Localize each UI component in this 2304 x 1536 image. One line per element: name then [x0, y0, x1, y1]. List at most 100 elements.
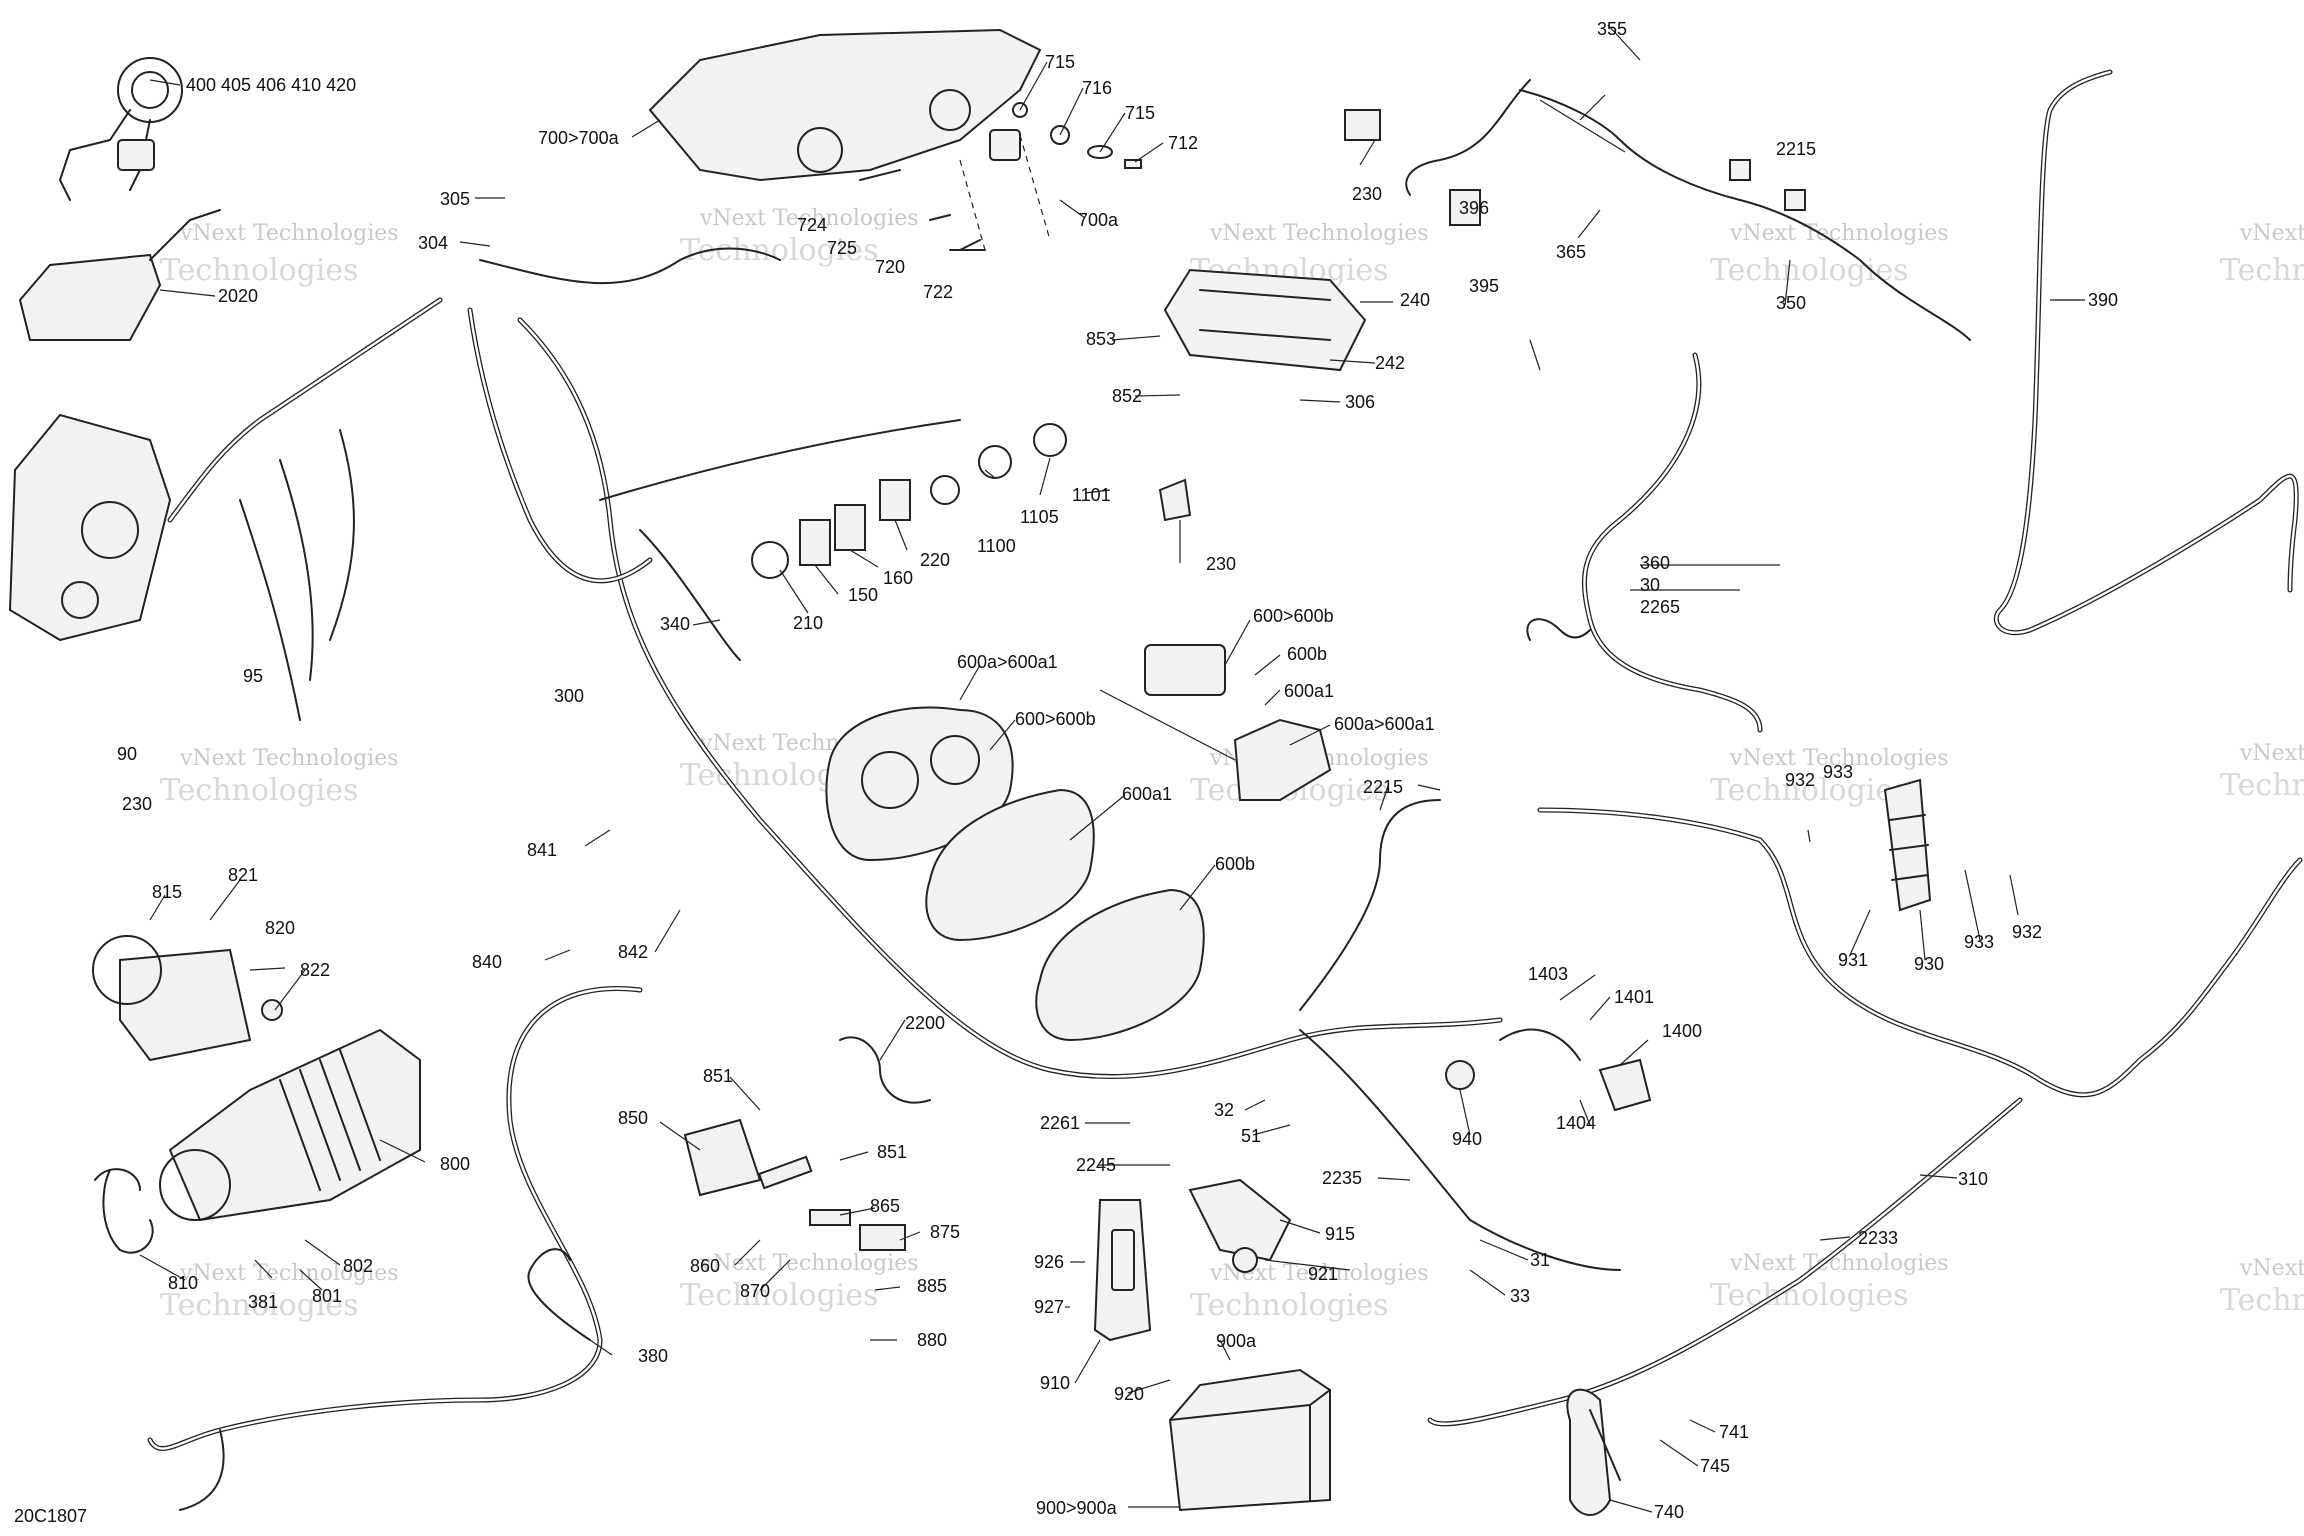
callout-label: 1400: [1662, 1021, 1702, 1041]
connectors-top-right: [1344, 79, 1971, 341]
callout-label: 160: [883, 568, 913, 588]
callout-label: 801: [312, 1286, 342, 1306]
callout-label: 815: [152, 882, 182, 902]
callout-label: 880: [917, 1330, 947, 1350]
callout-label: 310: [1958, 1169, 1988, 1189]
callout-label: 900>900a: [1036, 1498, 1118, 1518]
callout-label: 340: [660, 614, 690, 634]
switches-cluster: [751, 423, 1192, 579]
watermark-text: vNext Technologies: [699, 206, 919, 231]
callout-label: 800: [440, 1154, 470, 1174]
callout-label: 875: [930, 1222, 960, 1242]
callout-label: 390: [2088, 290, 2118, 310]
callout-label: 210: [793, 613, 823, 633]
bracket-910: [1093, 1199, 1152, 1342]
battery-900: [1168, 1368, 1331, 1512]
callout-label: 940: [1452, 1129, 1482, 1149]
callout-label: 851: [703, 1066, 733, 1086]
watermark-text: vNext Technologies: [1729, 221, 1949, 246]
callout-label: 722: [923, 282, 953, 302]
cover-740: [1566, 1388, 1621, 1516]
callout-label: 2215: [1363, 777, 1403, 797]
callout-labels: 400 405 406 410 420 2020 700>700a 715 71…: [14, 19, 2118, 1526]
callout-label: 395: [1469, 276, 1499, 296]
callout-label: 822: [300, 960, 330, 980]
module-240: [1163, 268, 1367, 372]
callout-label: 242: [1375, 353, 1405, 373]
handle-assembly-400: [59, 57, 183, 201]
callout-label: 350: [1776, 293, 1806, 313]
callout-label: 715: [1125, 103, 1155, 123]
watermark-text: Technologies: [2220, 253, 2304, 288]
callout-label: 920: [1114, 1384, 1144, 1404]
callout-label: 725: [827, 238, 857, 258]
callout-label: 380: [638, 1346, 668, 1366]
watermark-text: Technologies: [2220, 768, 2304, 803]
callout-label: 840: [472, 952, 502, 972]
harness-390: [1993, 69, 2299, 636]
watermark-text: vNext Technologies: [2239, 741, 2304, 766]
callout-label: 90: [117, 744, 137, 764]
callout-label: 1105: [1020, 507, 1059, 527]
watermark-text: vNext Technologies: [1729, 746, 1949, 771]
callout-label: 230: [122, 794, 152, 814]
watermark-text: vNext Technologies: [179, 1261, 399, 1286]
callout-label: 716: [1082, 78, 1112, 98]
callout-label: 930: [1914, 954, 1944, 974]
callout-label: 355: [1597, 19, 1627, 39]
leader-lines: [139, 24, 2085, 1513]
callout-label: 745: [1700, 1456, 1730, 1476]
callout-label: 51: [1241, 1126, 1261, 1146]
callout-label: 741: [1719, 1422, 1749, 1442]
callout-label: 841: [527, 840, 557, 860]
callout-label: 600>600b: [1253, 606, 1334, 626]
callout-label: 230: [1206, 554, 1236, 574]
callout-label: 2235: [1322, 1168, 1362, 1188]
callout-label: 1404: [1556, 1113, 1596, 1133]
watermark-text: Technologies: [680, 1278, 879, 1313]
callout-label: 927: [1034, 1297, 1064, 1317]
callout-label: 306: [1345, 392, 1375, 412]
callout-label: 300: [554, 686, 584, 706]
main-harness-300: [167, 247, 1621, 1271]
regulator-930: [1883, 778, 1932, 912]
callout-label: 802: [343, 1256, 373, 1276]
callout-label: 230: [1352, 184, 1382, 204]
watermark-text: vNext Technologies: [179, 221, 399, 246]
watermark-text: Technologies: [160, 1288, 359, 1323]
callout-label: 600>600b: [1015, 709, 1096, 729]
watermark-text: Technologies: [1190, 1288, 1389, 1323]
callout-label: 931: [1838, 950, 1868, 970]
watermark-text: vNext Technologies: [1209, 221, 1429, 246]
callout-label: 712: [1168, 133, 1198, 153]
watermark-text: Technologies: [160, 253, 359, 288]
callout-label: 715: [1045, 52, 1075, 72]
harness-380: [147, 986, 643, 1511]
winch-800: [92, 935, 421, 1254]
callout-label: 381: [248, 1292, 278, 1312]
watermark-text: Technologies: [1710, 1278, 1909, 1313]
relay-block-850: [683, 1036, 931, 1251]
callout-label: 1401: [1614, 987, 1654, 1007]
callout-label: 900a: [1216, 1331, 1257, 1351]
callout-label: 933: [1823, 762, 1853, 782]
callout-label: 396: [1459, 198, 1489, 218]
callout-label: 852: [1112, 386, 1142, 406]
callout-label: 600b: [1287, 644, 1327, 664]
callout-label: 360: [1640, 553, 1670, 573]
watermark-text: vNext Technologies: [1729, 1251, 1949, 1276]
callout-label: 220: [920, 550, 950, 570]
callout-label: 30: [1640, 575, 1660, 595]
callout-label: 304: [418, 233, 448, 253]
callout-label: 1403: [1528, 964, 1568, 984]
callout-label: 400 405 406 410 420: [186, 75, 356, 95]
callout-label: 933: [1964, 932, 1994, 952]
callout-label: 850: [618, 1108, 648, 1128]
fuse-box-915: [1188, 1178, 1292, 1273]
callout-label: 860: [690, 1256, 720, 1276]
headlight-left: [8, 413, 172, 642]
callout-label: 1101: [1072, 485, 1111, 505]
watermark-text: Technologies: [2220, 1283, 2304, 1318]
watermark-text: Technologies: [160, 773, 359, 808]
diagram-code: 20C1807: [14, 1506, 87, 1526]
